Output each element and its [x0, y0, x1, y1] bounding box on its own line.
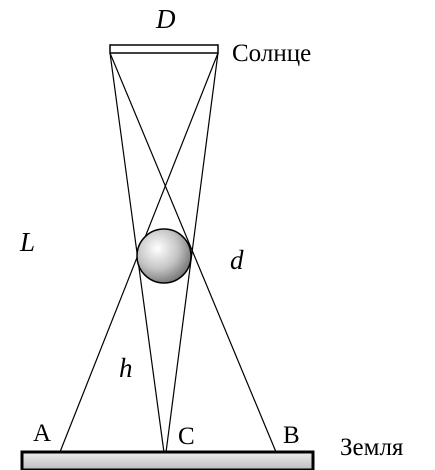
- label-distance-sun-earth: L: [19, 227, 35, 257]
- label-sun-diameter: D: [155, 4, 176, 34]
- label-earth: Земля: [340, 434, 404, 461]
- ground-surface: [20, 450, 315, 470]
- label-ball-height: h: [119, 353, 133, 383]
- ray-sun-left-to-b: [109, 52, 277, 453]
- label-point-b: B: [283, 422, 300, 449]
- label-ball-diameter: d: [230, 245, 244, 275]
- label-sun: Солнце: [232, 40, 311, 67]
- label-point-c: C: [178, 423, 195, 450]
- label-point-a: A: [33, 420, 51, 447]
- ball: [136, 228, 192, 284]
- sun-disk: [109, 44, 219, 54]
